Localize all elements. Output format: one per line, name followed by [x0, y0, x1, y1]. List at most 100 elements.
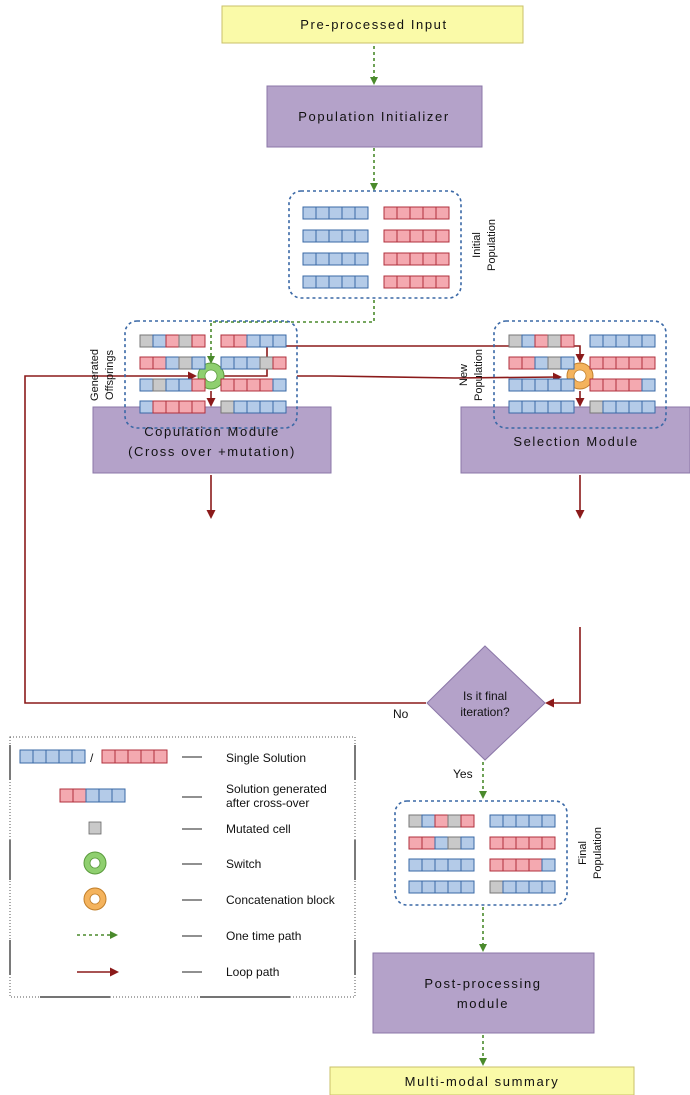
solution-cell — [152, 334, 167, 348]
solution-cell — [71, 749, 86, 764]
solution-cell — [101, 749, 116, 764]
solution-cell — [328, 252, 343, 266]
solution-cell — [547, 378, 562, 392]
solution-cell — [460, 836, 475, 850]
solution-cell — [422, 252, 437, 266]
solution-cell — [152, 378, 167, 392]
solution-cell — [408, 880, 423, 894]
solution-cell — [409, 206, 424, 220]
solution-cell — [396, 275, 411, 289]
solution-cell — [139, 356, 154, 370]
solution-cell — [233, 334, 248, 348]
solution-cell — [178, 334, 193, 348]
post-processing-node: Post-processing module — [372, 952, 595, 1034]
postprocess-label-line1: Post-processing — [424, 976, 541, 991]
final-population-grid — [408, 814, 556, 894]
legend-mutated-cell-swatch — [88, 821, 102, 835]
solution-cell — [98, 788, 113, 803]
initial-population-grid — [302, 206, 450, 289]
solution-cell — [628, 378, 643, 392]
solution-cell — [152, 400, 167, 414]
solution-cell — [521, 334, 536, 348]
solution-cell — [602, 356, 617, 370]
solution-cell — [515, 880, 530, 894]
solution-cell — [45, 749, 60, 764]
legend-red-solution — [101, 749, 168, 764]
solution-cell — [315, 252, 330, 266]
solution-cell — [422, 229, 437, 243]
solution-cell — [602, 400, 617, 414]
solution-strip — [589, 378, 656, 392]
solution-cell — [602, 378, 617, 392]
legend-mutated-cell-label: Mutated cell — [226, 822, 291, 836]
solution-cell — [259, 400, 274, 414]
selection-module-node: Selection Module — [460, 406, 690, 474]
solution-cell — [328, 206, 343, 220]
solution-cell — [302, 275, 317, 289]
one-time-paths — [207, 46, 487, 1066]
solution-cell — [447, 858, 462, 872]
solution-cell — [534, 400, 549, 414]
legend-crossover-label-line1: Solution generated — [226, 782, 327, 796]
solution-cell — [460, 858, 475, 872]
input-node: Pre-processed Input — [221, 5, 524, 44]
solution-strip — [508, 356, 575, 370]
solution-cell — [560, 356, 575, 370]
solution-cell — [139, 334, 154, 348]
yes-label: Yes — [453, 767, 473, 781]
solution-cell — [191, 356, 206, 370]
solution-cell — [178, 378, 193, 392]
solution-cell — [541, 814, 556, 828]
legend-separator: / — [90, 751, 94, 765]
solution-cell — [528, 836, 543, 850]
solution-cell — [246, 400, 261, 414]
solution-cell — [127, 749, 142, 764]
solution-cell — [272, 400, 287, 414]
solution-strip — [383, 229, 450, 243]
solution-cell — [534, 356, 549, 370]
solution-cell — [560, 334, 575, 348]
solution-cell — [502, 880, 517, 894]
legend-concatenation-icon — [83, 887, 107, 911]
solution-cell — [220, 356, 235, 370]
solution-strip — [508, 400, 575, 414]
solution-cell — [233, 378, 248, 392]
solution-cell — [220, 334, 235, 348]
solution-cell — [383, 229, 398, 243]
solution-cell — [396, 252, 411, 266]
solution-cell — [502, 814, 517, 828]
solution-cell — [521, 400, 536, 414]
solution-cell — [165, 400, 180, 414]
solution-cell — [528, 814, 543, 828]
solution-strip — [139, 356, 206, 370]
solution-cell — [435, 229, 450, 243]
legend-dash-marks — [9, 745, 356, 998]
solution-cell — [508, 378, 523, 392]
solution-cell — [460, 880, 475, 894]
solution-cell — [408, 814, 423, 828]
legend: / Single Solution Solution generated aft… — [9, 736, 356, 998]
solution-cell — [528, 880, 543, 894]
legend-single-solution-blue — [19, 749, 86, 764]
copulation-label-line2: (Cross over +mutation) — [128, 444, 296, 459]
solution-cell — [315, 229, 330, 243]
legend-single-solution-label: Single Solution — [226, 751, 306, 765]
solution-cell — [191, 400, 206, 414]
solution-strip — [220, 334, 287, 348]
solution-cell — [32, 749, 47, 764]
solution-cell — [515, 858, 530, 872]
solution-cell — [422, 206, 437, 220]
legend-loop-path-label: Loop path — [226, 965, 279, 979]
solution-cell — [315, 275, 330, 289]
legend-switch-icon — [83, 851, 107, 875]
solution-cell — [396, 206, 411, 220]
solution-cell — [528, 858, 543, 872]
population-initializer-node: Population Initializer — [266, 85, 483, 148]
output-node: Multi-modal summary — [329, 1066, 635, 1095]
solution-cell — [547, 356, 562, 370]
solution-cell — [421, 858, 436, 872]
decision-label-line1: Is it final — [463, 689, 507, 703]
legend-crossover-label-line2: after cross-over — [226, 796, 309, 810]
solution-cell — [641, 378, 656, 392]
solution-strip — [139, 400, 206, 414]
